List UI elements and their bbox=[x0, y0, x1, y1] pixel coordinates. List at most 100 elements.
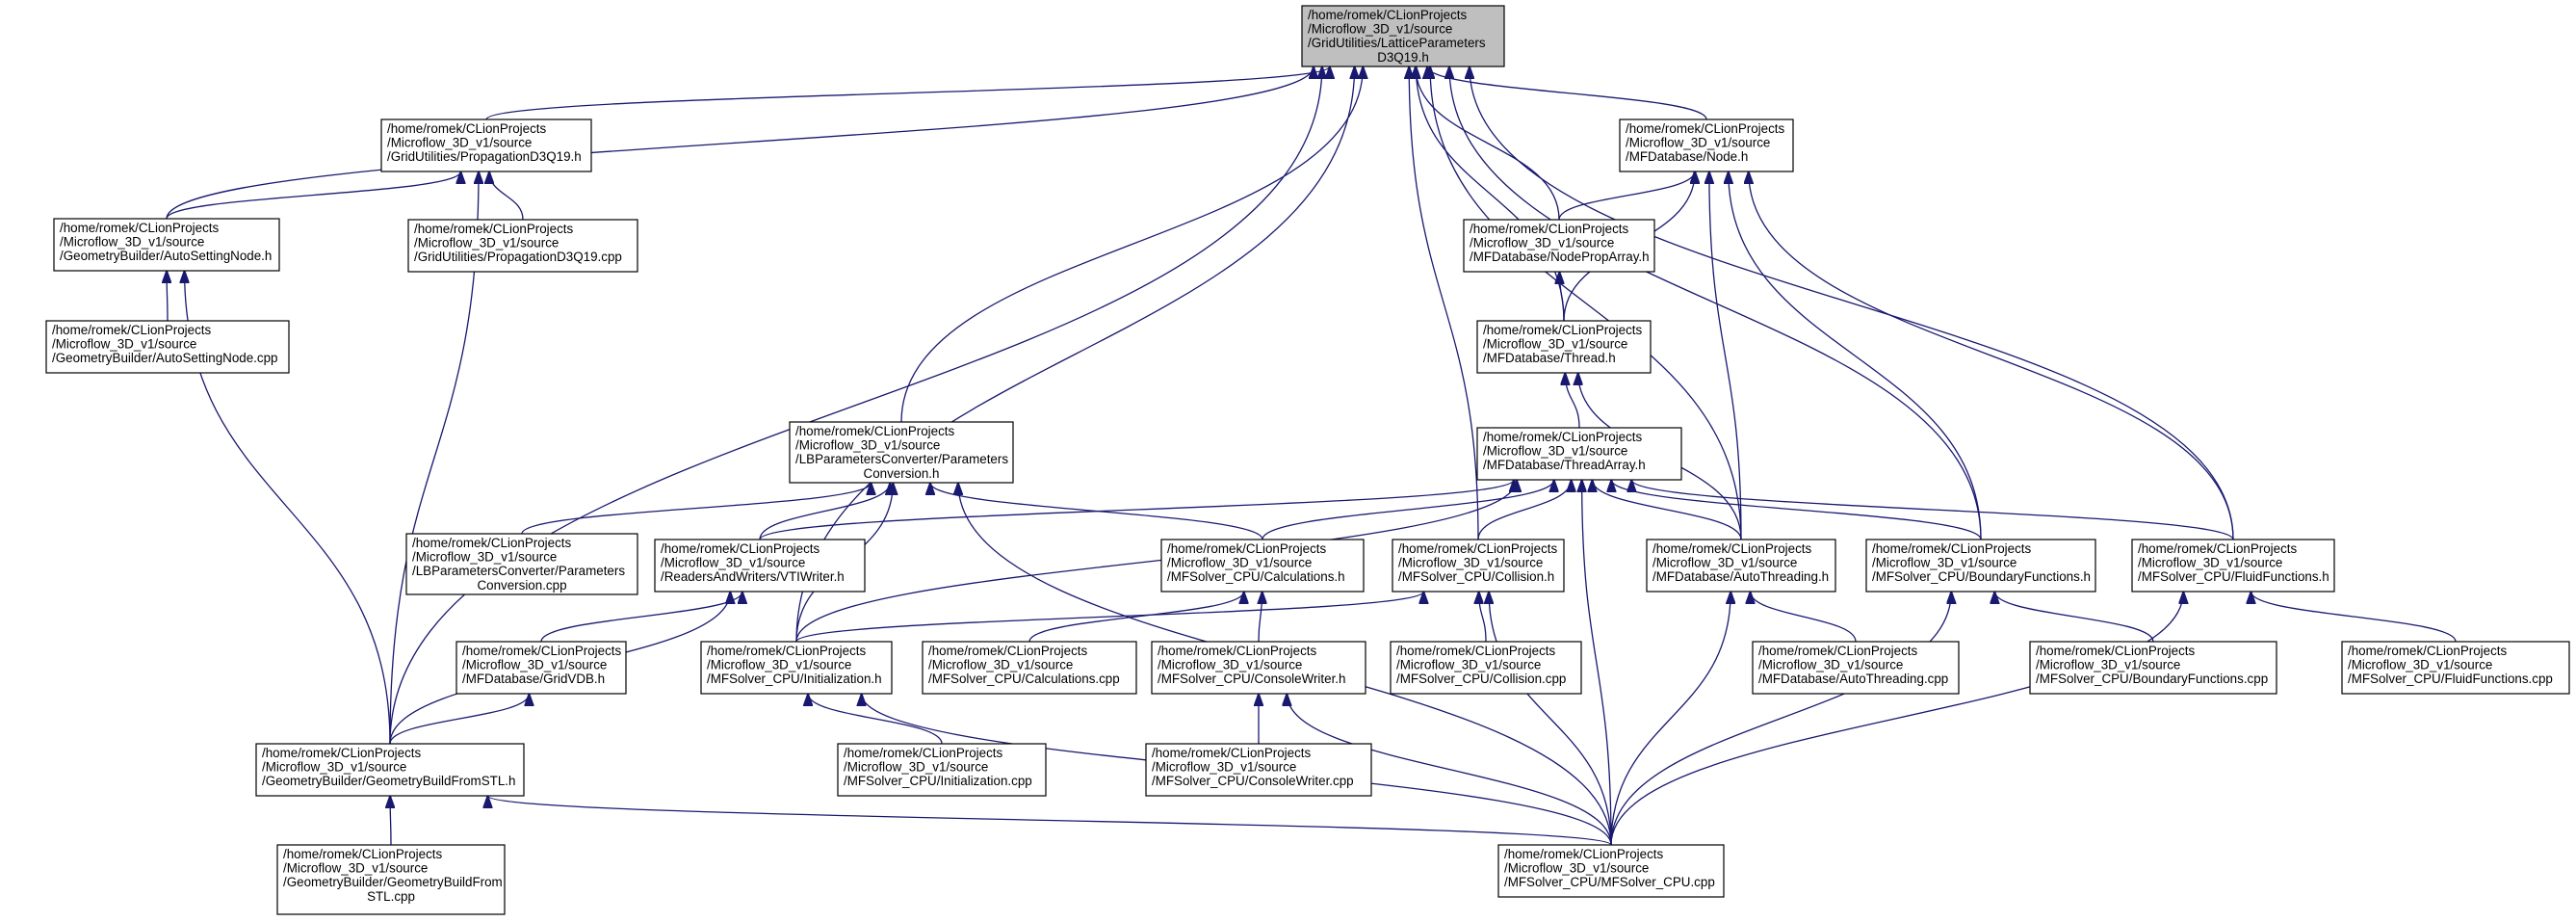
node-geombuild_cpp[interactable]: /home/romek/CLionProjects/Microflow_3D_v… bbox=[276, 844, 506, 915]
edge-mfsolver_cpp-to-fluid_h bbox=[1610, 592, 2183, 846]
node-lattice[interactable]: /home/romek/CLionProjects/Microflow_3D_v… bbox=[1301, 5, 1505, 67]
node-label-line: /Microflow_3D_v1/source bbox=[1652, 556, 1797, 570]
nodes-layer: /home/romek/CLionProjects/Microflow_3D_v… bbox=[45, 5, 2570, 915]
node-label-line: /home/romek/CLionProjects bbox=[1872, 541, 2032, 556]
node-label-line: /Microflow_3D_v1/source bbox=[2036, 658, 2180, 672]
edge-thread_h-to-nodeprop_h bbox=[1559, 272, 1565, 322]
node-label-line: /Microflow_3D_v1/source bbox=[707, 658, 851, 672]
edge-autothreading_cpp-to-autothreading_h bbox=[1751, 592, 1857, 643]
node-box bbox=[380, 119, 592, 172]
node-label-line: /MFSolver_CPU/BoundaryFunctions.h bbox=[1872, 569, 2091, 584]
node-boundary_cpp[interactable]: /home/romek/CLionProjects/Microflow_3D_v… bbox=[2029, 641, 2277, 695]
node-box bbox=[1145, 743, 1372, 797]
node-node_h[interactable]: /home/romek/CLionProjects/Microflow_3D_v… bbox=[1619, 119, 1794, 172]
node-label-line: /home/romek/CLionProjects bbox=[795, 424, 955, 438]
edge-autothreading_h-to-threadarray_h bbox=[1592, 480, 1742, 540]
node-label-line: /MFSolver_CPU/FluidFunctions.cpp bbox=[2348, 672, 2553, 686]
node-fluid_cpp[interactable]: /home/romek/CLionProjects/Microflow_3D_v… bbox=[2341, 641, 2570, 695]
node-thread_h[interactable]: /home/romek/CLionProjects/Microflow_3D_v… bbox=[1476, 320, 1652, 374]
node-label-line: /Microflow_3D_v1/source bbox=[412, 550, 557, 565]
node-label-line: STL.cpp bbox=[367, 889, 415, 904]
node-label-line: /GridUtilities/PropagationD3Q19.h bbox=[387, 149, 582, 164]
node-consolewriter_h[interactable]: /home/romek/CLionProjects/Microflow_3D_v… bbox=[1151, 641, 1366, 695]
node-initialization_h[interactable]: /home/romek/CLionProjects/Microflow_3D_v… bbox=[700, 641, 893, 695]
edge-nodeprop_h-to-node_h bbox=[1558, 171, 1695, 221]
node-box bbox=[922, 641, 1137, 695]
node-label-line: /MFSolver_CPU/ConsoleWriter.cpp bbox=[1152, 774, 1354, 788]
node-threadarray_h[interactable]: /home/romek/CLionProjects/Microflow_3D_v… bbox=[1476, 427, 1682, 481]
edge-mfsolver_cpp-to-collision_h bbox=[1489, 592, 1612, 846]
edge-lbparams_h-to-lattice bbox=[900, 66, 1363, 423]
node-box bbox=[1497, 844, 1725, 898]
edge-collision_h-to-threadarray_h bbox=[1477, 480, 1572, 540]
node-autothreading_h[interactable]: /home/romek/CLionProjects/Microflow_3D_v… bbox=[1646, 539, 1836, 593]
node-autosetting_cpp[interactable]: /home/romek/CLionProjects/Microflow_3D_v… bbox=[45, 320, 290, 374]
edge-geombuild_h-to-gridvdb_h bbox=[389, 694, 529, 745]
edge-mfsolver_cpp-to-consolewriter_h bbox=[1287, 694, 1612, 846]
edge-vtiwriter_h-to-lbparams_h bbox=[759, 483, 890, 540]
node-label-line: /GridUtilities/PropagationD3Q19.cpp bbox=[414, 250, 622, 264]
node-label-line: /GeometryBuilder/GeometryBuildFromSTL.h bbox=[262, 774, 515, 788]
node-label-line: /Microflow_3D_v1/source bbox=[60, 235, 204, 250]
node-calculations_cpp[interactable]: /home/romek/CLionProjects/Microflow_3D_v… bbox=[922, 641, 1137, 695]
node-label-line: /Microflow_3D_v1/source bbox=[1308, 22, 1452, 37]
node-label-line: /Microflow_3D_v1/source bbox=[844, 760, 988, 775]
node-box bbox=[407, 219, 638, 273]
node-label-line: /MFSolver_CPU/Initialization.h bbox=[707, 672, 882, 686]
node-collision_h[interactable]: /home/romek/CLionProjects/Microflow_3D_v… bbox=[1392, 539, 1565, 593]
node-label-line: /Microflow_3D_v1/source bbox=[2138, 556, 2282, 570]
node-consolewriter_cpp[interactable]: /home/romek/CLionProjects/Microflow_3D_v… bbox=[1145, 743, 1372, 797]
node-label-line: /MFSolver_CPU/FluidFunctions.h bbox=[2138, 569, 2329, 584]
node-label-line: /Microflow_3D_v1/source bbox=[661, 556, 805, 570]
node-autosetting_h[interactable]: /home/romek/CLionProjects/Microflow_3D_v… bbox=[53, 218, 280, 272]
edge-initialization_h-to-collision_h bbox=[795, 592, 1423, 643]
node-geombuild_h[interactable]: /home/romek/CLionProjects/Microflow_3D_v… bbox=[255, 743, 525, 797]
node-label-line: /home/romek/CLionProjects bbox=[2348, 644, 2508, 658]
edge-consolewriter_h-to-calculations_h bbox=[1259, 592, 1262, 643]
node-label-line: /MFSolver_CPU/BoundaryFunctions.cpp bbox=[2036, 672, 2268, 686]
edge-autosetting_h-to-propagation_h bbox=[166, 171, 460, 220]
node-label-line: /Microflow_3D_v1/source bbox=[1398, 556, 1543, 570]
node-gridvdb_h[interactable]: /home/romek/CLionProjects/Microflow_3D_v… bbox=[455, 641, 627, 695]
node-label-line: /MFSolver_CPU/MFSolver_CPU.cpp bbox=[1504, 875, 1715, 889]
edge-vtiwriter_h-to-threadarray_h bbox=[759, 480, 1514, 540]
node-vtiwriter_h[interactable]: /home/romek/CLionProjects/Microflow_3D_v… bbox=[654, 539, 866, 593]
edge-threadarray_h-to-thread_h bbox=[1565, 373, 1580, 429]
node-propagation_cpp[interactable]: /home/romek/CLionProjects/Microflow_3D_v… bbox=[407, 219, 638, 273]
node-collision_cpp[interactable]: /home/romek/CLionProjects/Microflow_3D_v… bbox=[1390, 641, 1582, 695]
edge-initialization_cpp-to-initialization_h bbox=[808, 694, 943, 745]
edge-nodeprop_h-to-lattice bbox=[1416, 66, 1560, 221]
node-box bbox=[789, 421, 1014, 484]
node-label-line: /MFSolver_CPU/Collision.cpp bbox=[1396, 672, 1566, 686]
node-box bbox=[455, 641, 627, 695]
edge-fluid_h-to-node_h bbox=[1749, 171, 2234, 540]
node-label-line: /Microflow_3D_v1/source bbox=[1470, 236, 1614, 250]
node-label-line: /home/romek/CLionProjects bbox=[1396, 644, 1556, 658]
node-propagation_h[interactable]: /home/romek/CLionProjects/Microflow_3D_v… bbox=[380, 119, 592, 172]
node-label-line: /home/romek/CLionProjects bbox=[283, 847, 443, 861]
edge-fluid_h-to-lattice bbox=[1470, 66, 2234, 540]
node-boundary_h[interactable]: /home/romek/CLionProjects/Microflow_3D_v… bbox=[1865, 539, 2096, 593]
node-box bbox=[1619, 119, 1794, 172]
node-mfsolver_cpp[interactable]: /home/romek/CLionProjects/Microflow_3D_v… bbox=[1497, 844, 1725, 898]
node-label-line: /Microflow_3D_v1/source bbox=[52, 337, 196, 352]
edge-collision_h-to-lattice bbox=[1409, 66, 1479, 540]
node-fluid_h[interactable]: /home/romek/CLionProjects/Microflow_3D_v… bbox=[2131, 539, 2335, 593]
node-label-line: Conversion.cpp bbox=[477, 578, 566, 593]
edge-propagation_cpp-to-propagation_h bbox=[489, 171, 524, 221]
node-nodeprop_h[interactable]: /home/romek/CLionProjects/Microflow_3D_v… bbox=[1463, 219, 1655, 273]
node-lbparams_h[interactable]: /home/romek/CLionProjects/Microflow_3D_v… bbox=[789, 421, 1014, 484]
node-calculations_h[interactable]: /home/romek/CLionProjects/Microflow_3D_v… bbox=[1160, 539, 1365, 593]
node-label-line: /home/romek/CLionProjects bbox=[262, 746, 422, 760]
edge-autosetting_cpp-to-autosetting_h bbox=[167, 271, 168, 322]
node-box bbox=[654, 539, 866, 593]
node-label-line: /home/romek/CLionProjects bbox=[928, 644, 1088, 658]
node-label-line: /home/romek/CLionProjects bbox=[2036, 644, 2196, 658]
node-label-line: /LBParametersConverter/Parameters bbox=[795, 452, 1008, 466]
node-label-line: /Microflow_3D_v1/source bbox=[283, 861, 428, 876]
node-autothreading_cpp[interactable]: /home/romek/CLionProjects/Microflow_3D_v… bbox=[1752, 641, 1960, 695]
node-lbparams_cpp[interactable]: /home/romek/CLionProjects/Microflow_3D_v… bbox=[405, 533, 638, 595]
node-initialization_cpp[interactable]: /home/romek/CLionProjects/Microflow_3D_v… bbox=[837, 743, 1047, 797]
node-label-line: /home/romek/CLionProjects bbox=[1483, 430, 1643, 444]
node-box bbox=[1392, 539, 1565, 593]
